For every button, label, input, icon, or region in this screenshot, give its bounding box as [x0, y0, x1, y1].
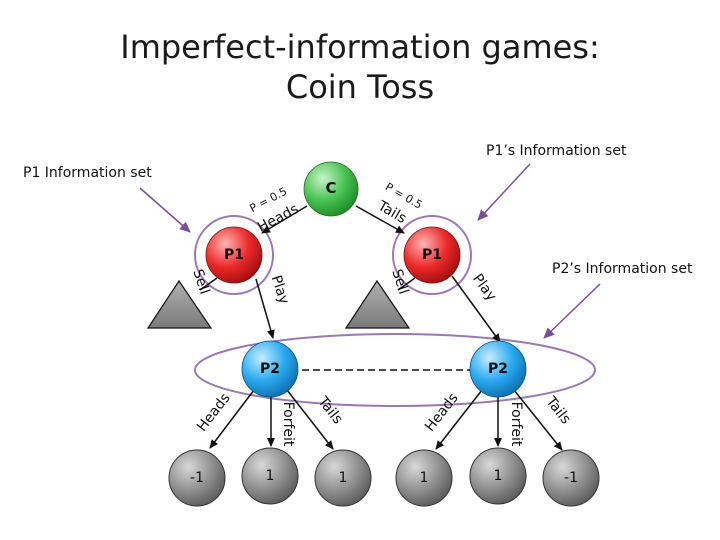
leaf-value: 1 [339, 470, 348, 486]
p2-right-tails-label: Tails [542, 393, 574, 427]
edge-p2-left-heads [209, 389, 255, 449]
edge-p1-left-play [255, 278, 275, 339]
p2-left-node-label: P2 [260, 361, 280, 377]
sell-right-edge-label: Sell [388, 267, 411, 296]
callout-arrow-p2s-info-set [543, 283, 601, 339]
leaf-node [395, 449, 453, 507]
p1-left-node [205, 226, 263, 284]
p2-left-heads-label: Heads [194, 390, 234, 434]
p2-right-heads-label: Heads [422, 390, 462, 434]
edge-chance-tails [355, 205, 405, 234]
p2-left-tails-label: Tails [314, 393, 346, 427]
leaf-value: 1 [494, 468, 503, 484]
edge-p1-right-sell [397, 277, 416, 291]
leaf-value: 1 [420, 470, 429, 486]
p2-right-node [469, 340, 527, 398]
p1-right-node-label: P1 [422, 247, 442, 263]
edge-chance-heads [261, 205, 308, 234]
p1-right-info-set-outline [392, 215, 472, 295]
p1-right-node [403, 226, 461, 284]
chance-node [303, 161, 359, 217]
edge-p2-left-tails [286, 389, 334, 450]
leaf-node [469, 447, 527, 505]
leaf-node [241, 447, 299, 505]
p2-right-node-label: P2 [488, 361, 508, 377]
callout-arrow-p1-info-set [139, 187, 191, 233]
p1-left-info-set-outline [194, 215, 274, 295]
play-right-edge-label: Play [469, 271, 499, 304]
leaf-value: -1 [190, 470, 204, 486]
title-line-2: Coin Toss [285, 68, 435, 106]
play-left-edge-label: Play [268, 273, 292, 306]
edge-p2-right-tails [513, 389, 563, 451]
p2-info-set-ellipse [194, 333, 596, 407]
leaf-value: -1 [564, 470, 578, 486]
p1-info-set-callout: P1 Information set [23, 165, 152, 181]
p2-left-forfeit-label: Forfeit [280, 402, 296, 447]
leaf-node [314, 449, 372, 507]
callout-arrow-p1s-info-set [477, 163, 531, 221]
edge-p1-right-play [451, 275, 501, 343]
p2-right-forfeit-label: Forfeit [508, 402, 524, 447]
leaf-value: 1 [266, 468, 275, 484]
edge-p2-right-heads [435, 389, 483, 450]
chance-node-label: C [325, 179, 336, 197]
p1-left-node-label: P1 [224, 247, 244, 263]
p2-left-node [241, 340, 299, 398]
p1s-info-set-callout: P1’s Information set [486, 143, 627, 159]
sell-right-triangle [344, 279, 411, 329]
p2s-info-set-callout: P2’s Information set [552, 261, 693, 277]
sell-left-edge-label: Sell [189, 267, 212, 296]
leaf-node [542, 449, 600, 507]
title-line-1: Imperfect-information games: [120, 28, 600, 66]
leaf-node [168, 449, 226, 507]
edge-p1-left-sell [199, 277, 218, 291]
sell-left-triangle [146, 279, 213, 329]
